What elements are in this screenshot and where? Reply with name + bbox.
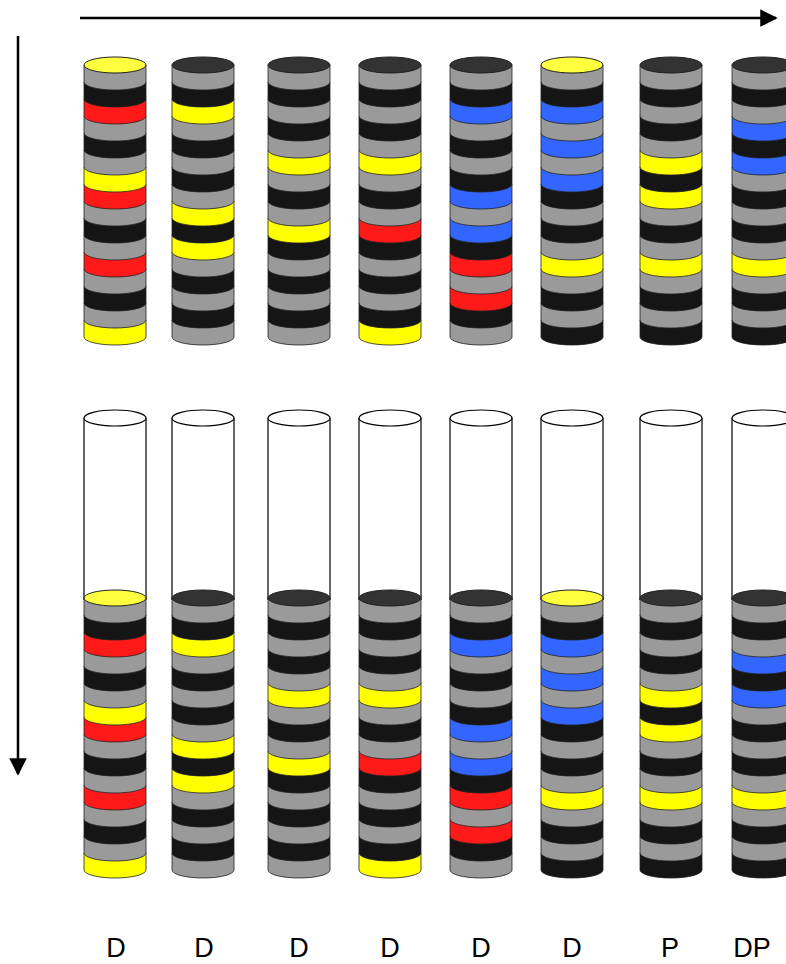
empty-tube bbox=[640, 418, 702, 600]
stack-cap bbox=[268, 57, 330, 73]
empty-tube bbox=[450, 410, 512, 426]
stack-cap bbox=[172, 590, 234, 606]
stack-cap bbox=[84, 590, 146, 606]
column-label: D bbox=[471, 935, 491, 962]
empty-tube bbox=[172, 418, 234, 600]
stack-column bbox=[541, 57, 603, 878]
stack-column bbox=[450, 57, 512, 878]
stack-cap bbox=[732, 57, 786, 73]
stack-cap bbox=[359, 590, 421, 606]
empty-tube bbox=[541, 418, 603, 600]
empty-tube bbox=[84, 418, 146, 600]
stack-column bbox=[84, 57, 146, 878]
column-label: DP bbox=[733, 935, 771, 962]
column-label: D bbox=[106, 935, 126, 962]
empty-tube bbox=[640, 410, 702, 426]
stack-cap bbox=[268, 590, 330, 606]
empty-tube bbox=[541, 410, 603, 426]
stack-cap bbox=[541, 57, 603, 73]
empty-tube bbox=[84, 410, 146, 426]
stack-cap bbox=[640, 590, 702, 606]
stack-column bbox=[732, 57, 786, 878]
stack-cap bbox=[359, 57, 421, 73]
stack-column bbox=[640, 57, 702, 878]
column-label: D bbox=[194, 935, 214, 962]
stack-cap bbox=[172, 57, 234, 73]
empty-tube bbox=[450, 418, 512, 600]
column-label: D bbox=[562, 935, 582, 962]
empty-tube bbox=[732, 410, 786, 426]
empty-tube bbox=[268, 418, 330, 600]
empty-tube bbox=[172, 410, 234, 426]
empty-tube bbox=[732, 418, 786, 600]
stack-column bbox=[172, 57, 234, 878]
stack-cap bbox=[640, 57, 702, 73]
stack-cap bbox=[450, 590, 512, 606]
stack-cap bbox=[84, 57, 146, 73]
empty-tube bbox=[268, 410, 330, 426]
direction-arrow bbox=[17, 36, 20, 774]
empty-tube bbox=[359, 410, 421, 426]
direction-arrow bbox=[80, 17, 776, 20]
column-label: D bbox=[380, 935, 400, 962]
stack-cap bbox=[450, 57, 512, 73]
stack-cap bbox=[732, 590, 786, 606]
stack-column bbox=[268, 57, 330, 878]
column-label: D bbox=[289, 935, 309, 962]
stack-cap bbox=[541, 590, 603, 606]
stack-column bbox=[359, 57, 421, 878]
column-label: P bbox=[661, 935, 679, 962]
empty-tube bbox=[359, 418, 421, 600]
